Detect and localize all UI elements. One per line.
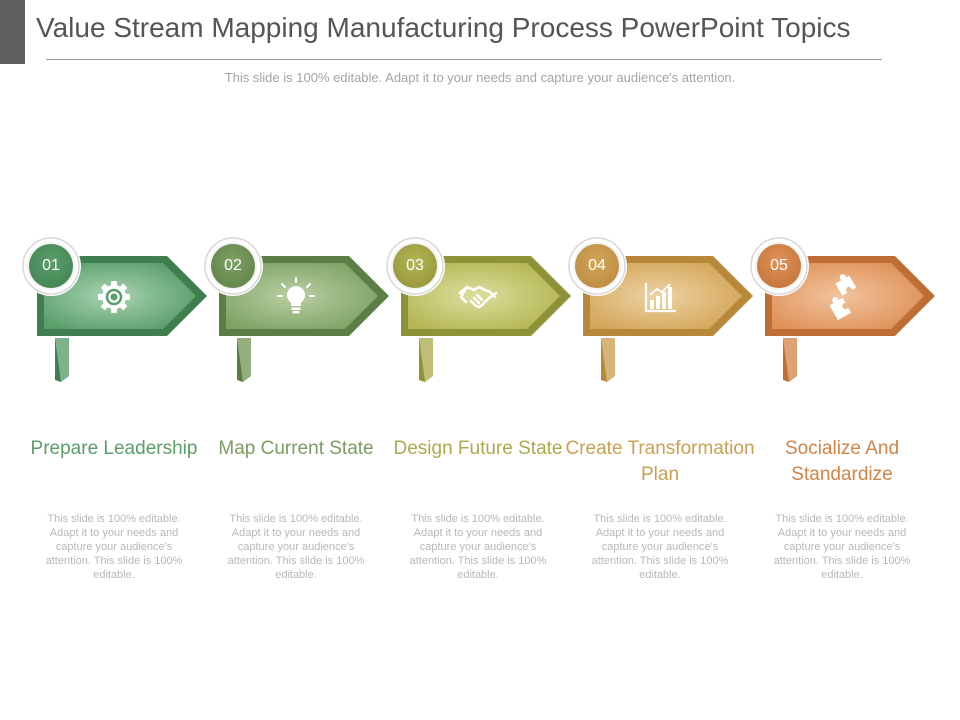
title-accent-bar bbox=[0, 0, 25, 64]
step-1: 01 Prepare Leadership This slide is 100%… bbox=[21, 236, 227, 598]
handshake-icon bbox=[458, 285, 498, 309]
step-title: Map Current State bbox=[218, 438, 374, 459]
step-number-badge: 05 bbox=[757, 244, 801, 288]
step-4: 04 Create Transformation Plan This slide… bbox=[565, 236, 773, 598]
page-title: Value Stream Mapping Manufacturing Proce… bbox=[36, 12, 851, 43]
step-number-badge: 04 bbox=[575, 244, 619, 288]
step-title: Socialize And Standardize bbox=[784, 438, 900, 485]
step-5: 05 Socialize And Standardize This slide … bbox=[749, 236, 955, 598]
step-title: Prepare Leadership bbox=[30, 438, 198, 459]
bar-chart-icon bbox=[644, 283, 676, 313]
step-description: This slide is 100% editable. Adapt it to… bbox=[409, 513, 547, 581]
step-title: Design Future State bbox=[393, 438, 563, 459]
gear-icon bbox=[98, 281, 130, 313]
step-description: This slide is 100% editable. Adapt it to… bbox=[227, 513, 365, 581]
lightbulb-icon bbox=[277, 277, 315, 314]
step-number-badge: 01 bbox=[29, 244, 73, 288]
title-divider bbox=[46, 59, 882, 60]
step-number-badge: 03 bbox=[393, 244, 437, 288]
step-description: This slide is 100% editable. Adapt it to… bbox=[45, 513, 183, 581]
step-number-badge: 02 bbox=[211, 244, 255, 288]
step-description: This slide is 100% editable. Adapt it to… bbox=[591, 513, 729, 581]
step-description: This slide is 100% editable. Adapt it to… bbox=[773, 513, 911, 581]
step-2: 02 Map Current State This slide is 100% … bbox=[203, 236, 409, 598]
step-3: 03 Design Future State This slide is 100… bbox=[385, 236, 591, 598]
puzzle-icon bbox=[829, 274, 857, 320]
page-subtitle: This slide is 100% editable. Adapt it to… bbox=[224, 70, 736, 85]
step-title: Create Transformation Plan bbox=[565, 438, 755, 485]
